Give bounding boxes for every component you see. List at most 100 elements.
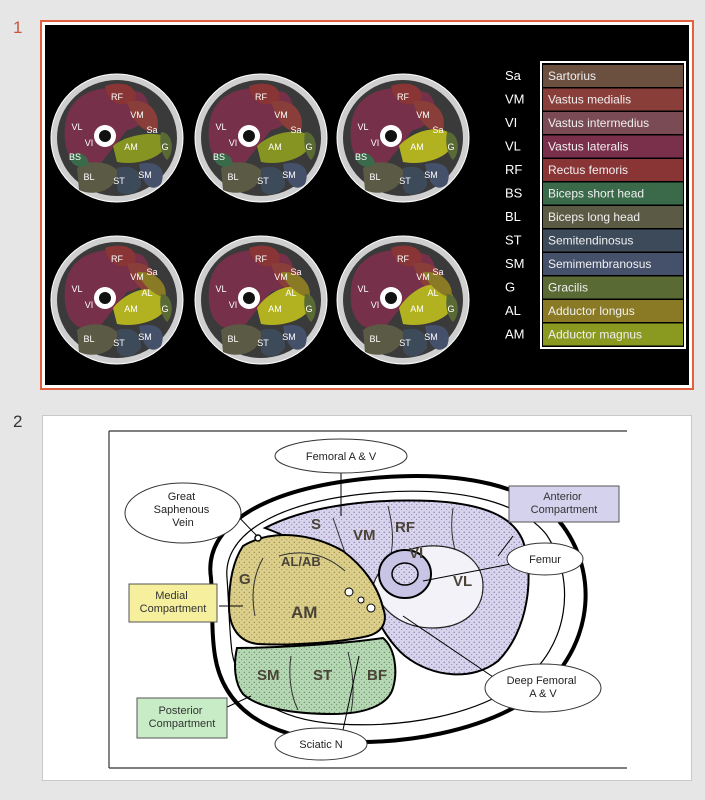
mri-label-vm: VM — [274, 110, 288, 120]
slide-thumbnail-2[interactable]: S VM RF VI VL G AL/AB AM SM ST BF Femor — [42, 415, 692, 781]
label-vi: VI — [409, 545, 423, 562]
mri-label-bs: BS — [69, 152, 81, 162]
legend-swatch — [543, 229, 683, 252]
mri-label-st: ST — [113, 338, 125, 348]
label-st: ST — [313, 667, 332, 684]
mri-label-am: AM — [268, 304, 282, 314]
label-rf: RF — [395, 519, 415, 536]
legend-abbr: RF — [505, 162, 522, 177]
legend-swatch — [543, 276, 683, 299]
mri-label-sm: SM — [138, 170, 152, 180]
legend-name: Vastus medialis — [548, 93, 631, 107]
slide-number-1[interactable]: 1 — [13, 18, 23, 37]
mri-label-vl: VL — [215, 122, 226, 132]
legend-swatch — [543, 88, 683, 111]
label-al-ab: AL/AB — [281, 554, 321, 569]
mri-label-sm: SM — [424, 332, 438, 342]
mri-label-sa: Sa — [432, 125, 443, 135]
mri-label-vl: VL — [71, 284, 82, 294]
mri-label-sm: SM — [138, 332, 152, 342]
mri-label-sa: Sa — [290, 125, 301, 135]
legend-swatch — [543, 182, 683, 205]
posterior-compartment — [234, 636, 397, 716]
legend-name: Vastus intermedius — [548, 116, 649, 130]
mri-label-vl: VL — [71, 122, 82, 132]
mri-label-bl: BL — [83, 172, 94, 182]
mri-label-g: G — [447, 304, 454, 314]
mri-label-vi: VI — [371, 138, 380, 148]
mri-label-st: ST — [399, 176, 411, 186]
mri-label-am: AM — [124, 304, 138, 314]
mri-label-am: AM — [124, 142, 138, 152]
legend-abbr: AM — [505, 327, 525, 342]
label-bf: BF — [367, 667, 387, 684]
mri-label-vi: VI — [229, 138, 238, 148]
mri-label-am: AM — [410, 142, 424, 152]
mri-label-g: G — [161, 142, 168, 152]
slide-number-2[interactable]: 2 — [13, 412, 23, 431]
mri-label-bs: BS — [213, 152, 225, 162]
mri-label-st: ST — [257, 338, 269, 348]
mri-label-st: ST — [113, 176, 125, 186]
label-sm: SM — [257, 667, 280, 684]
legend-name: Rectus femoris — [548, 163, 628, 177]
callout-femoral-av: Femoral A & V — [274, 438, 408, 474]
mri-label-g: G — [447, 142, 454, 152]
mri-label-g: G — [305, 142, 312, 152]
legend-row: Sa Sartorius — [505, 65, 683, 87]
mri-label-vi: VI — [371, 300, 380, 310]
mri-label-rf: RF — [397, 254, 409, 264]
label-s: S — [311, 516, 321, 533]
svg-text:Posterior Compartment: Posterior Compartment — [149, 705, 216, 730]
legend-row: RF Rectus femoris — [505, 159, 683, 181]
mri-label-sa: Sa — [146, 267, 157, 277]
legend-swatch — [543, 135, 683, 158]
mri-label-al: AL — [285, 288, 296, 298]
legend-name: Adductor longus — [548, 304, 635, 318]
svg-text:Sciatic N: Sciatic N — [299, 739, 342, 751]
medial-compartment — [227, 534, 386, 646]
callout-femur: Femur — [506, 542, 584, 576]
legend-swatch — [543, 300, 683, 322]
mri-label-bs: BS — [355, 152, 367, 162]
svg-text:Deep Femoral A & V: Deep Femoral A & V — [507, 675, 580, 700]
mri-label-vm: VM — [130, 110, 144, 120]
mri-label-bl: BL — [83, 334, 94, 344]
legend-swatch — [543, 206, 683, 228]
mri-label-rf: RF — [111, 254, 123, 264]
mri-label-vl: VL — [215, 284, 226, 294]
mri-label-vm: VM — [416, 272, 430, 282]
label-vl: VL — [453, 573, 472, 590]
legend-swatch — [543, 159, 683, 181]
mri-label-g: G — [305, 304, 312, 314]
legend-name: Vastus lateralis — [548, 140, 628, 154]
legend-swatch — [543, 253, 683, 275]
mri-label-vm: VM — [130, 272, 144, 282]
mri-label-st: ST — [399, 338, 411, 348]
mri-label-vm: VM — [274, 272, 288, 282]
label-anterior-compartment: Anterior Compartment — [508, 485, 620, 523]
legend-abbr: ST — [505, 233, 522, 248]
svg-text:Great Saphenous: Great Saphenous Vein — [154, 491, 213, 529]
mri-label-bl: BL — [227, 334, 238, 344]
svg-text:Femur: Femur — [529, 554, 561, 566]
mri-label-sm: SM — [282, 332, 296, 342]
label-medial-compartment: Medial Compartment — [128, 583, 218, 623]
legend-name: Sartorius — [548, 69, 596, 83]
mri-label-vi: VI — [85, 138, 94, 148]
legend-abbr: Sa — [505, 68, 522, 83]
callout-sciatic-n: Sciatic N — [274, 727, 368, 761]
